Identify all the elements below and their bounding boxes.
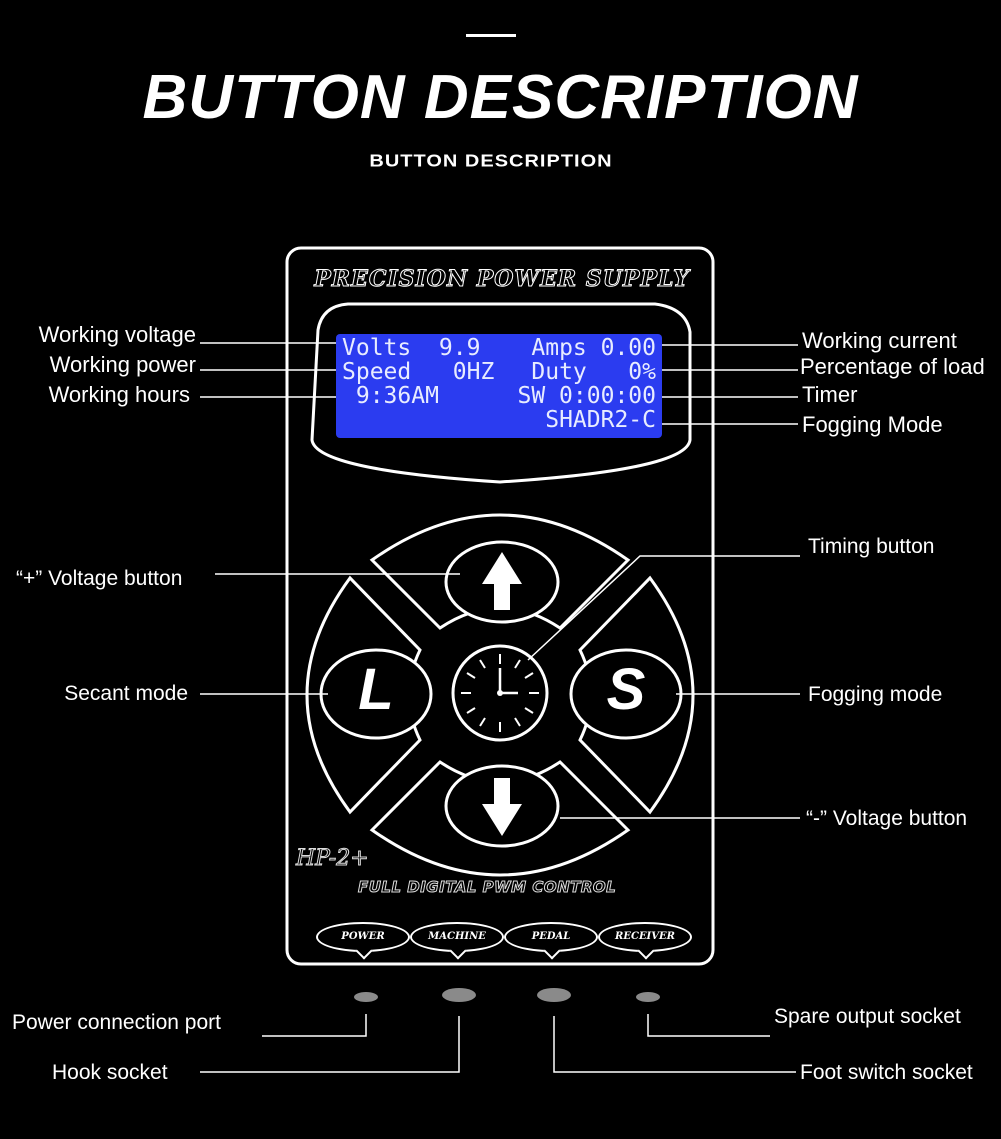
lcd-clock: 9:36AM: [342, 383, 439, 409]
l-button-label[interactable]: L: [358, 657, 394, 722]
header-dash: [466, 34, 516, 37]
label-plus-voltage: “+” Voltage button: [16, 567, 183, 590]
brand-title: PRECISION POWER SUPPLY: [314, 266, 690, 293]
label-minus-voltage: “-” Voltage button: [806, 807, 968, 830]
hook-port: [442, 988, 476, 1002]
lcd-amps: Amps 0.00: [531, 335, 656, 361]
label-percentage-load: Percentage of load: [800, 354, 985, 379]
lcd-mode: SHADR2-C: [545, 407, 656, 433]
receiver-socket-label: RECEIVER: [598, 922, 692, 952]
label-working-voltage: Working voltage: [38, 322, 196, 347]
label-secant-mode: Secant mode: [64, 682, 188, 705]
page-title: BUTTON DESCRIPTION: [142, 63, 859, 132]
page-subtitle: BUTTON DESCRIPTION: [369, 151, 613, 171]
label-working-current: Working current: [802, 328, 957, 353]
down-arrow-icon: [482, 778, 522, 836]
label-fogging-mode: Fogging mode: [808, 683, 943, 706]
lcd-speed: Speed 0HZ: [342, 359, 495, 385]
spare-port: [636, 992, 660, 1002]
panel-outline: [285, 246, 715, 966]
label-working-hours: Working hours: [48, 382, 190, 407]
label-timing-button: Timing button: [808, 535, 935, 558]
label-fogging-mode-lcd: Fogging Mode: [802, 412, 943, 437]
lcd-bezel: [310, 302, 692, 484]
lcd-timer: SW 0:00:00: [517, 383, 656, 409]
callout-lines: [200, 342, 800, 1073]
lcd-duty: Duty 0%: [531, 359, 656, 385]
clock-icon: [461, 654, 539, 732]
pedal-socket-label: PEDAL: [504, 922, 598, 952]
s-button-label[interactable]: S: [606, 657, 646, 722]
power-socket-label: POWER: [316, 922, 410, 952]
machine-socket-label: MACHINE: [410, 922, 504, 952]
control-text: FULL DIGITAL PWM CONTROL: [357, 878, 617, 897]
foot-port: [537, 988, 571, 1002]
label-hook-socket: Hook socket: [52, 1061, 168, 1084]
label-working-power: Working power: [49, 352, 196, 377]
model-name: HP-2+: [296, 846, 370, 872]
lcd-display: Volts 9.9 Amps 0.00 Speed 0HZ Duty 0% 9:36…: [336, 334, 662, 438]
power-port: [354, 992, 378, 1002]
up-arrow-icon: [482, 552, 522, 610]
lcd-volts: Volts 9.9: [342, 335, 481, 361]
label-power-port: Power connection port: [12, 1011, 221, 1034]
label-spare-output: Spare output socket: [774, 1005, 961, 1028]
label-timer: Timer: [802, 382, 858, 407]
label-foot-switch: Foot switch socket: [800, 1061, 973, 1084]
